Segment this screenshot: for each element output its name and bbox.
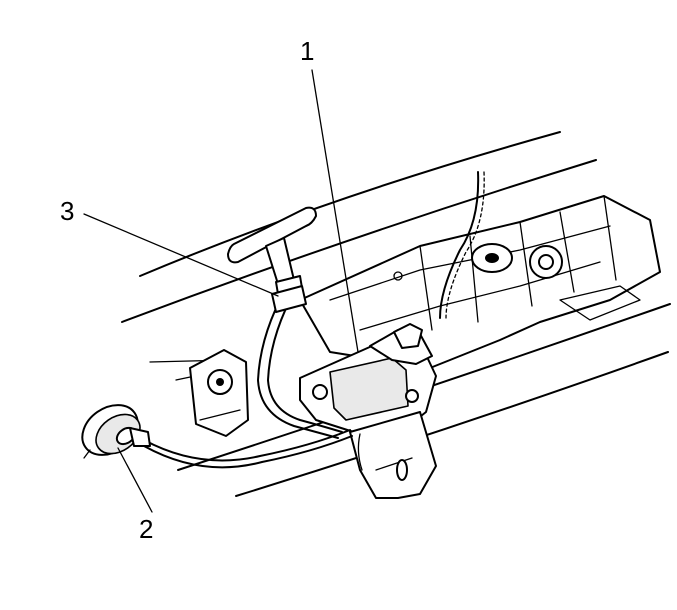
- leader-lines: [83, 69, 359, 513]
- leader-line-1: [311, 69, 359, 353]
- inner-panel-structure: [299, 195, 661, 369]
- handle-cable: [257, 299, 343, 439]
- callout-label-2: 2: [139, 514, 154, 544]
- cable-upper: [439, 171, 485, 319]
- latch-assembly: [299, 323, 437, 499]
- callout-label-3: 3: [60, 196, 75, 226]
- callout-label-1: 1: [300, 36, 315, 66]
- release-cable: [143, 429, 353, 469]
- left-mount-bracket: [189, 349, 249, 437]
- leader-line-2: [117, 447, 153, 513]
- cable-end-pulley: [81, 404, 151, 459]
- t-handle: [227, 206, 317, 313]
- leader-line-3: [83, 213, 279, 297]
